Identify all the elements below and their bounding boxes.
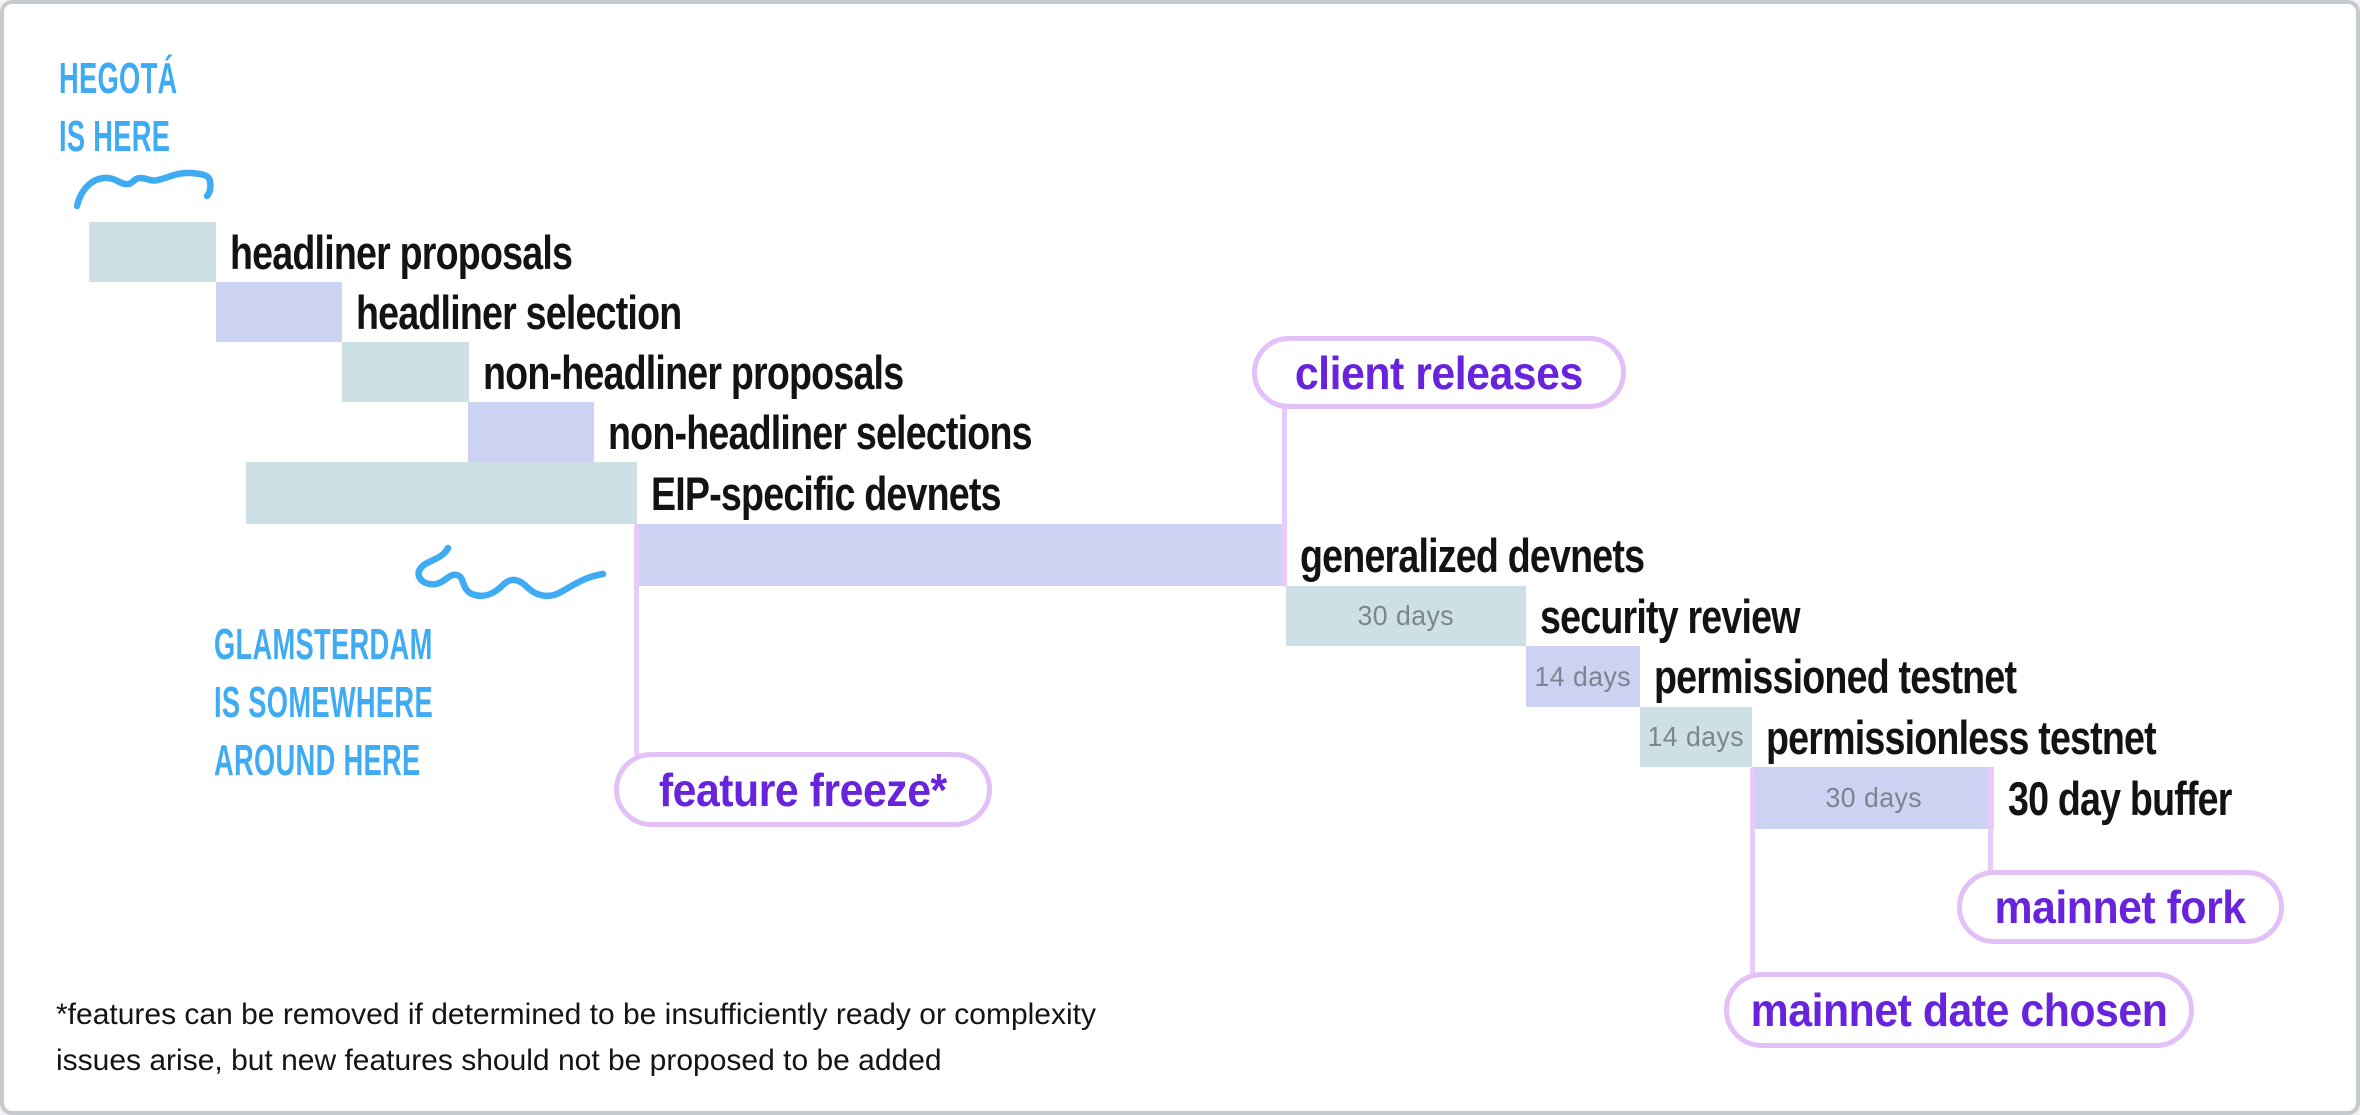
glamsterdam-annotation-line3: AROUND HERE <box>214 736 421 785</box>
milestone-label: client releases <box>1295 346 1583 399</box>
phase-label-non-headliner-selections: non-headliner selections <box>608 402 1138 462</box>
footnote-line1: *features can be removed if determined t… <box>56 998 1096 1031</box>
glamsterdam-annotation-line2: IS SOMEWHERE <box>214 678 433 727</box>
phase-label-text: permissionless testnet <box>1766 710 2157 764</box>
phase-label-headliner-proposals: headliner proposals <box>230 222 658 282</box>
phase-label-text: headliner proposals <box>230 225 573 279</box>
phase-label-text: security review <box>1540 589 1801 643</box>
hegota-annotation-line1: HEGOTÁ <box>59 54 178 103</box>
glamsterdam-annotation-line1: GLAMSTERDAM <box>214 620 433 669</box>
phase-label-text: EIP-specific devnets <box>651 466 1002 520</box>
phase-label-text: generalized devnets <box>1300 528 1645 582</box>
footnote: *features can be removed if determined t… <box>56 992 1096 1084</box>
phase-bar-security-review: 30 days <box>1286 586 1526 646</box>
phase-label-permissioned-testnet: permissioned testnet <box>1654 646 2107 707</box>
milestone-connector-client-releases <box>1282 404 1287 587</box>
phase-label-security-review: security review <box>1540 586 1865 646</box>
milestone-connector-mainnet-fork <box>1988 767 1993 875</box>
duration-label: 14 days <box>1534 660 1632 692</box>
duration-label: 14 days <box>1647 721 1745 752</box>
phase-label-eip-specific-devnets: EIP-specific devnets <box>651 462 1088 524</box>
duration-label: 30 days <box>1357 600 1455 631</box>
phase-bar-permissioned-testnet: 14 days <box>1526 646 1640 707</box>
phase-label-non-headliner-proposals: non-headliner proposals <box>483 342 1008 402</box>
phase-label-text: permissioned testnet <box>1654 650 2017 703</box>
phase-bar-headliner-selection <box>216 282 342 342</box>
milestone-pill-client-releases: client releases <box>1252 336 1626 409</box>
phase-label-30-day-buffer: 30 day buffer <box>2008 767 2288 829</box>
phase-bar-non-headliner-selections <box>468 402 594 462</box>
duration-label: 30 days <box>1825 782 1923 813</box>
glamsterdam-squiggle-icon <box>415 544 607 600</box>
phase-bar-eip-specific-devnets <box>246 462 637 524</box>
glamsterdam-annotation: GLAMSTERDAM IS SOMEWHERE AROUND HERE <box>214 616 567 790</box>
phase-label-generalized-devnets: generalized devnets <box>1300 524 1730 586</box>
milestone-pill-mainnet-fork: mainnet fork <box>1957 870 2284 944</box>
phase-label-headliner-selection: headliner selection <box>356 282 763 342</box>
footnote-line2: issues arise, but new features should no… <box>56 1044 942 1077</box>
phase-bar-generalized-devnets <box>637 524 1286 586</box>
milestone-label: mainnet date chosen <box>1750 984 2168 1036</box>
hegota-annotation: HEGOTÁ IS HERE <box>59 50 250 166</box>
phase-bar-non-headliner-proposals <box>342 342 469 402</box>
phase-bar-permissionless-testnet: 14 days <box>1640 707 1752 767</box>
phase-label-text: 30 day buffer <box>2008 771 2232 825</box>
milestone-pill-mainnet-date-chosen: mainnet date chosen <box>1724 972 2194 1048</box>
milestone-pill-feature-freeze: feature freeze* <box>614 752 992 827</box>
phase-label-text: headliner selection <box>356 285 682 339</box>
milestone-connector-feature-freeze <box>634 524 639 756</box>
milestone-connector-mainnet-date-chosen <box>1750 767 1755 977</box>
hegota-squiggle-icon <box>74 169 214 210</box>
phase-label-text: non-headliner proposals <box>483 345 904 399</box>
milestone-label: mainnet fork <box>1994 881 2247 933</box>
phase-bar-headliner-proposals <box>89 222 216 282</box>
phase-label-permissionless-testnet: permissionless testnet <box>1766 707 2253 767</box>
milestone-label: feature freeze* <box>659 763 947 816</box>
hegota-annotation-line2: IS HERE <box>59 112 171 161</box>
phase-label-text: non-headliner selections <box>608 405 1033 459</box>
phase-bar-30-day-buffer: 30 days <box>1754 767 1994 829</box>
